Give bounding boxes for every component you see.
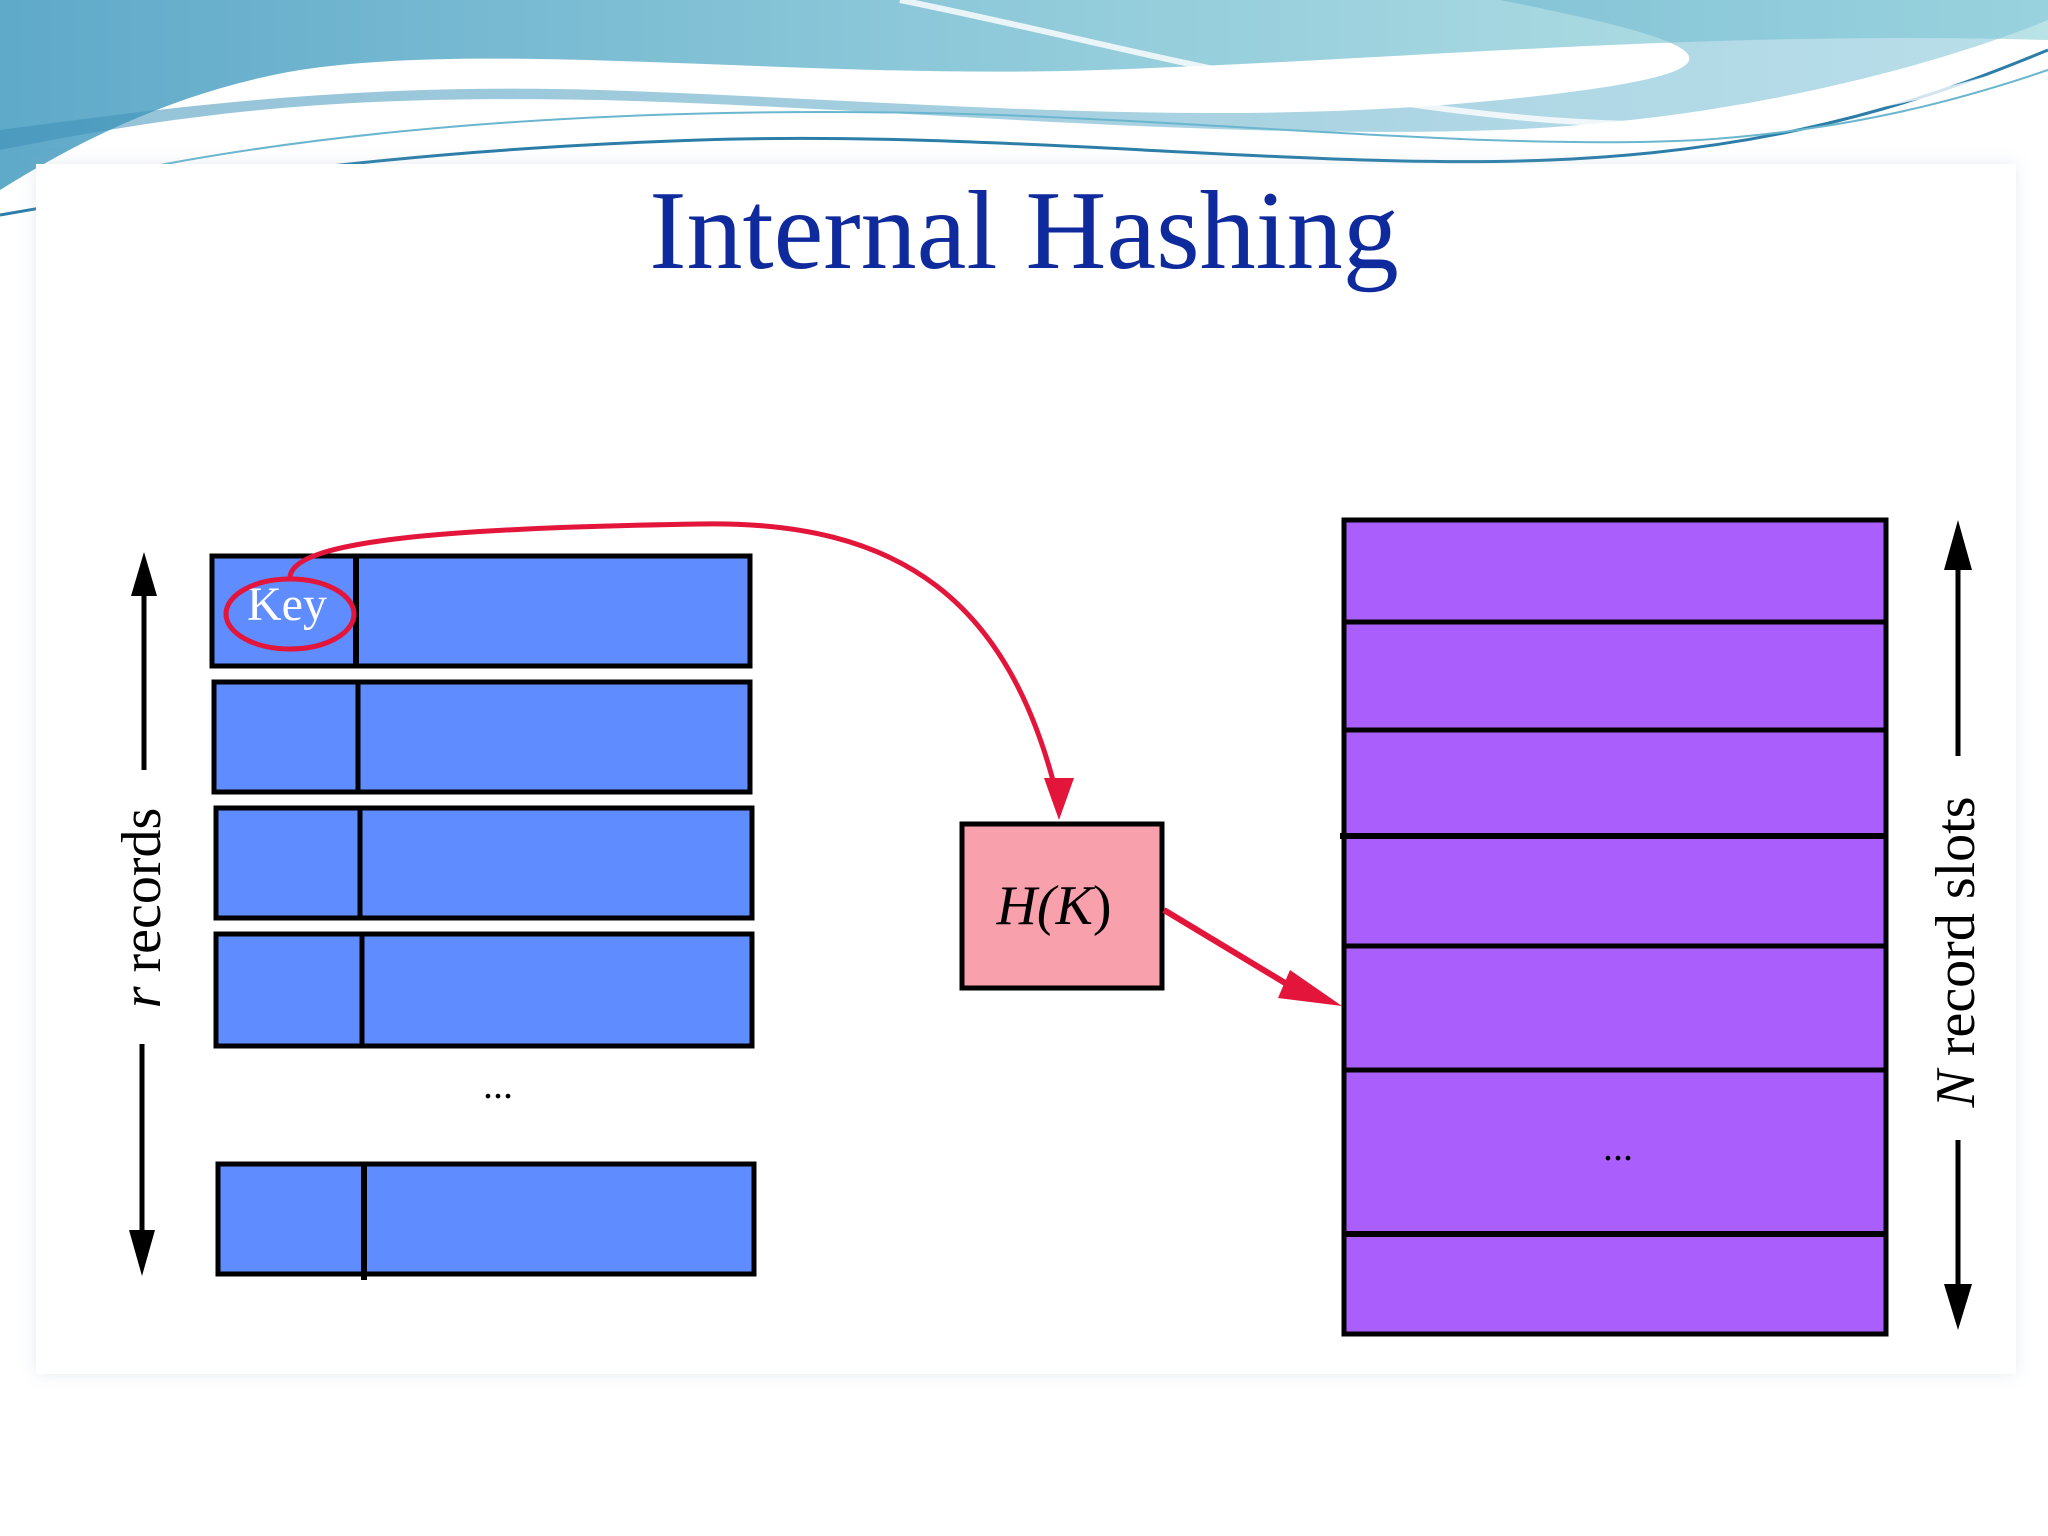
record-row [211, 679, 753, 795]
right-dimension: N record slots [1925, 520, 1987, 1330]
key-label: Key [247, 578, 327, 631]
right-axis-label: N record slots [1925, 796, 1987, 1108]
key-to-hash-arrow [287, 521, 1061, 801]
left-ellipsis: ... [483, 1062, 513, 1107]
hash-function-label: H(K) [995, 875, 1111, 937]
slide-title: Internal Hashing [649, 169, 1399, 293]
left-dimension: r records [111, 552, 173, 1276]
record-row [213, 805, 755, 921]
left-axis-label: r records [111, 808, 173, 1009]
hash-to-slot-arrowhead [1278, 970, 1342, 1006]
right-ellipsis: ... [1603, 1124, 1633, 1169]
record-row [215, 1161, 757, 1280]
hash-function-box [959, 821, 1165, 991]
key-to-hash-arrowhead [1044, 778, 1074, 820]
record-row [213, 931, 755, 1049]
key-highlight [223, 576, 357, 652]
hash-to-slot-arrow [1162, 907, 1302, 995]
record-file: ... [209, 553, 757, 1280]
record-row [209, 553, 753, 669]
hash-table: ... [1340, 517, 1889, 1337]
